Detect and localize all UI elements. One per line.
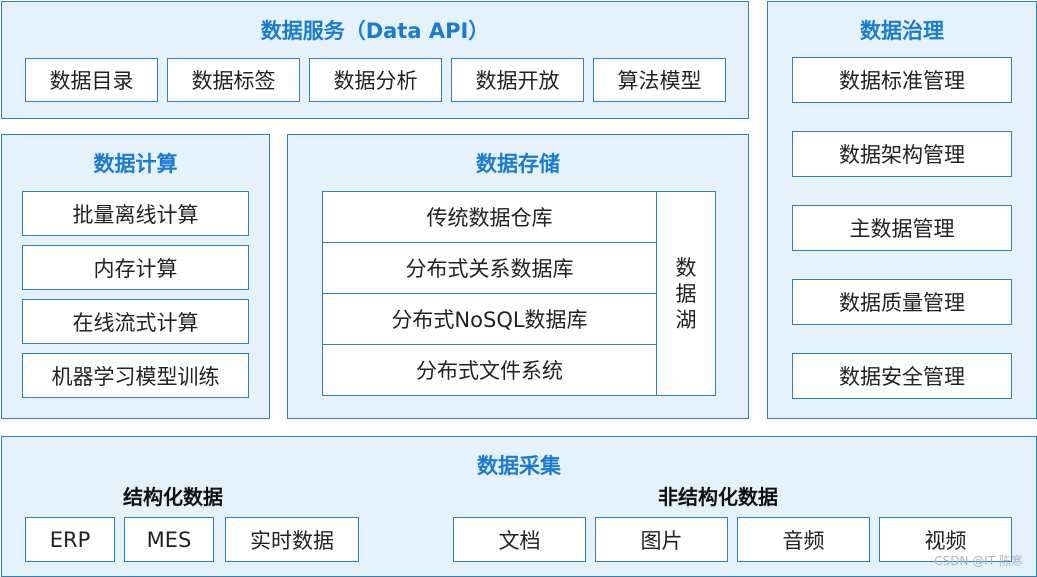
data-governance-title: 数据治理	[860, 19, 944, 43]
compute-item-ml-training[interactable]: 机器学习模型训练	[22, 353, 249, 398]
service-item-algorithm[interactable]: 算法模型	[593, 58, 726, 102]
data-storage-panel: 数据存储 传统数据仓库 分布式关系数据库 分布式NoSQL数据库 分布式文件系统…	[287, 134, 749, 419]
unstructured-data-heading: 非结构化数据	[658, 485, 778, 509]
structured-data-heading: 结构化数据	[123, 485, 223, 509]
data-lake-block: 传统数据仓库 分布式关系数据库 分布式NoSQL数据库 分布式文件系统 数据湖	[322, 191, 716, 396]
data-service-panel: 数据服务（Data API） 数据目录 数据标签 数据分析 数据开放 算法模型	[1, 1, 749, 119]
collection-item-erp[interactable]: ERP	[25, 517, 115, 562]
data-collection-title: 数据采集	[477, 454, 561, 478]
compute-item-streaming[interactable]: 在线流式计算	[22, 299, 249, 344]
data-compute-title: 数据计算	[93, 152, 178, 176]
governance-item-quality[interactable]: 数据质量管理	[792, 279, 1012, 325]
storage-item-distributed-rdb[interactable]: 分布式关系数据库	[323, 243, 656, 294]
compute-item-memory[interactable]: 内存计算	[22, 245, 249, 290]
governance-item-architecture[interactable]: 数据架构管理	[792, 131, 1012, 177]
collection-item-audio[interactable]: 音频	[737, 517, 870, 562]
service-item-open[interactable]: 数据开放	[451, 58, 584, 102]
data-lake-label: 数据湖	[675, 255, 697, 332]
data-governance-panel: 数据治理 数据标准管理 数据架构管理 主数据管理 数据质量管理 数据安全管理	[767, 1, 1037, 419]
compute-item-batch[interactable]: 批量离线计算	[22, 191, 249, 236]
service-item-tags[interactable]: 数据标签	[167, 58, 300, 102]
collection-item-image[interactable]: 图片	[595, 517, 728, 562]
data-collection-panel: 数据采集 结构化数据 非结构化数据 ERP MES 实时数据 文档 图片 音频 …	[1, 436, 1037, 577]
governance-item-security[interactable]: 数据安全管理	[792, 353, 1012, 399]
collection-item-video[interactable]: 视频	[879, 517, 1012, 562]
data-storage-title: 数据存储	[476, 152, 560, 176]
data-lake-label-box[interactable]: 数据湖	[656, 192, 715, 395]
service-item-analysis[interactable]: 数据分析	[309, 58, 442, 102]
governance-item-master-data[interactable]: 主数据管理	[792, 205, 1012, 251]
storage-item-dfs[interactable]: 分布式文件系统	[323, 345, 656, 395]
data-service-title: 数据服务（Data API）	[260, 19, 490, 43]
storage-item-warehouse[interactable]: 传统数据仓库	[323, 192, 656, 243]
collection-item-realtime[interactable]: 实时数据	[225, 517, 359, 562]
collection-item-document[interactable]: 文档	[453, 517, 586, 562]
storage-item-nosql[interactable]: 分布式NoSQL数据库	[323, 294, 656, 345]
service-item-catalog[interactable]: 数据目录	[25, 58, 158, 102]
collection-item-mes[interactable]: MES	[124, 517, 214, 562]
data-compute-panel: 数据计算 批量离线计算 内存计算 在线流式计算 机器学习模型训练	[1, 134, 270, 419]
watermark: CSDN @IT 陈寒	[934, 554, 1023, 568]
governance-item-standard[interactable]: 数据标准管理	[792, 57, 1012, 103]
